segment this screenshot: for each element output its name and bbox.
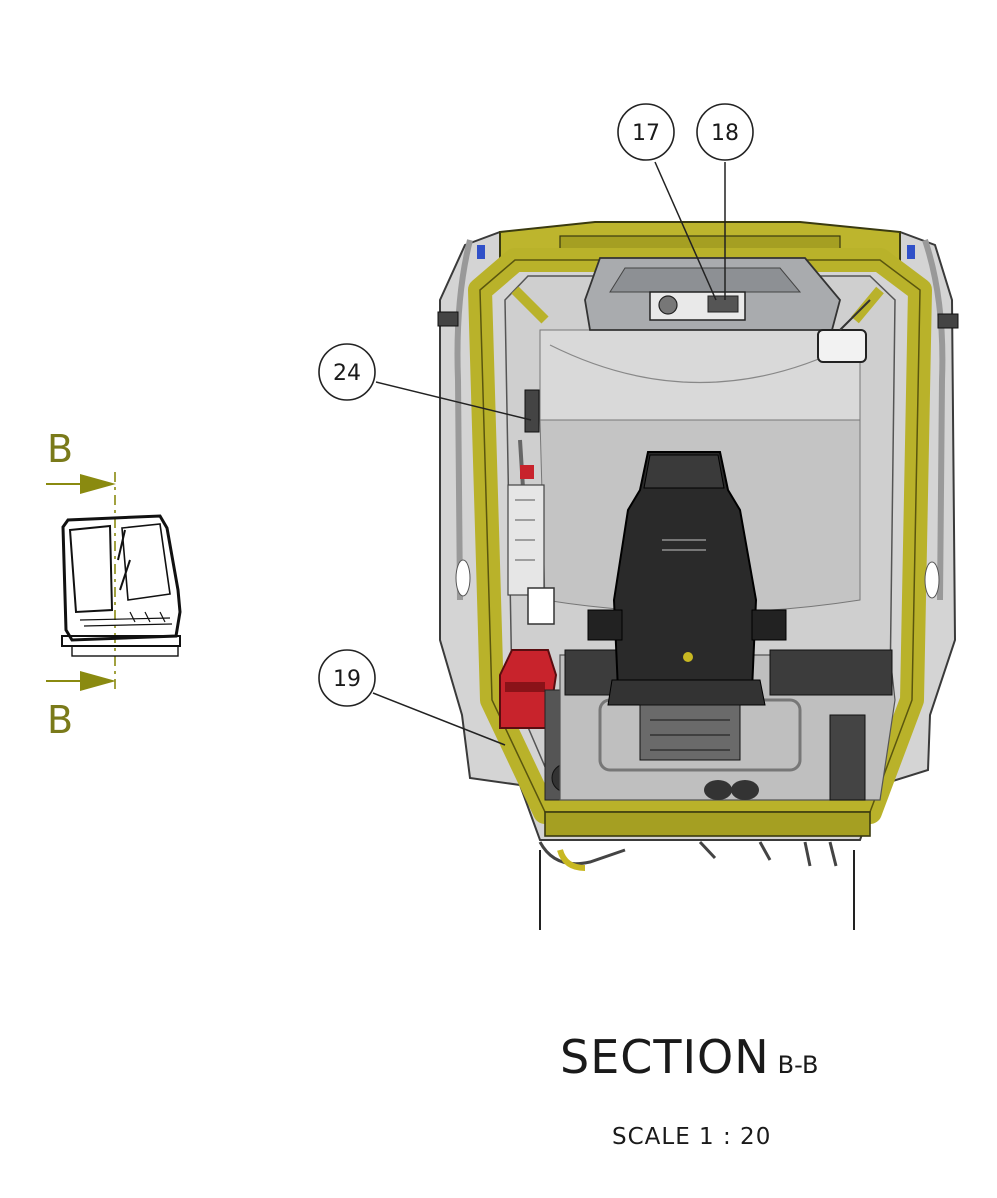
balloon-19-label: 19	[333, 667, 361, 692]
balloon-17: 17	[617, 103, 675, 161]
seat-right-armrest	[751, 609, 787, 641]
left-column-switch	[524, 389, 540, 433]
section-title-main: SECTION	[560, 1030, 770, 1084]
seat-stitching	[662, 539, 706, 551]
balloon-19: 19	[318, 649, 376, 707]
left-grab-rail	[454, 239, 473, 601]
balloon-17-label: 17	[632, 121, 660, 146]
left-latch	[437, 311, 459, 327]
left-door-handle	[455, 559, 471, 597]
lower-frame-beam	[544, 811, 871, 837]
seat-yellow-knob	[683, 652, 693, 662]
balloon-18-circle	[696, 103, 754, 161]
rear-window	[539, 329, 861, 421]
roof-console-top	[609, 267, 802, 293]
seat-suspension-lines	[650, 719, 730, 751]
section-letter-bottom: B	[47, 698, 73, 742]
seat-left-armrest	[587, 609, 623, 641]
seat-headrest	[643, 454, 725, 489]
wiper-arc	[549, 344, 851, 384]
underside-yellow-hose	[557, 849, 586, 871]
right-latch	[937, 313, 959, 329]
leader-lines	[372, 161, 726, 746]
underside-fittings	[538, 840, 838, 867]
left-column-details	[515, 499, 535, 561]
scale-label: SCALE 1 : 20	[612, 1124, 772, 1150]
seat-cushion	[607, 679, 766, 706]
section-letter-top: B	[47, 427, 73, 471]
right-blue-light	[907, 245, 915, 259]
section-arrow-top-head	[80, 474, 116, 494]
section-title-sub: B-B	[777, 1051, 819, 1079]
roof-display	[707, 295, 739, 313]
section-marker: B B	[46, 427, 116, 742]
cab-side-view-thumbnail	[61, 514, 182, 657]
leader-19	[372, 692, 506, 746]
section-arrow-bottom-head	[80, 671, 116, 691]
right-door-handle	[924, 561, 940, 599]
balloon-24-label: 24	[333, 361, 361, 386]
roof-speaker	[658, 295, 678, 315]
frame-corner-braces	[511, 286, 884, 324]
cab-section-view	[437, 221, 959, 930]
leader-17	[654, 161, 717, 301]
balloon-19-circle	[318, 649, 376, 707]
mirror-arm	[839, 299, 871, 331]
balloon-24: 24	[318, 343, 376, 401]
pedal-right	[731, 780, 759, 800]
balloon-18: 18	[696, 103, 754, 161]
operator-seat	[587, 451, 787, 761]
interior-mirror	[817, 329, 867, 363]
balloon-17-circle	[617, 103, 675, 161]
right-grab-rail	[922, 239, 946, 601]
balloon-18-label: 18	[711, 121, 739, 146]
seat-suspension	[639, 704, 741, 761]
left-console-detail	[505, 682, 545, 692]
leader-24	[375, 381, 532, 421]
left-joystick	[527, 587, 555, 625]
pedal-left	[704, 780, 732, 800]
right-floor-console	[769, 649, 893, 696]
right-floor-lever	[829, 714, 866, 801]
left-red-switch	[520, 465, 534, 479]
left-blue-light	[477, 245, 485, 259]
balloon-24-circle	[318, 343, 376, 401]
